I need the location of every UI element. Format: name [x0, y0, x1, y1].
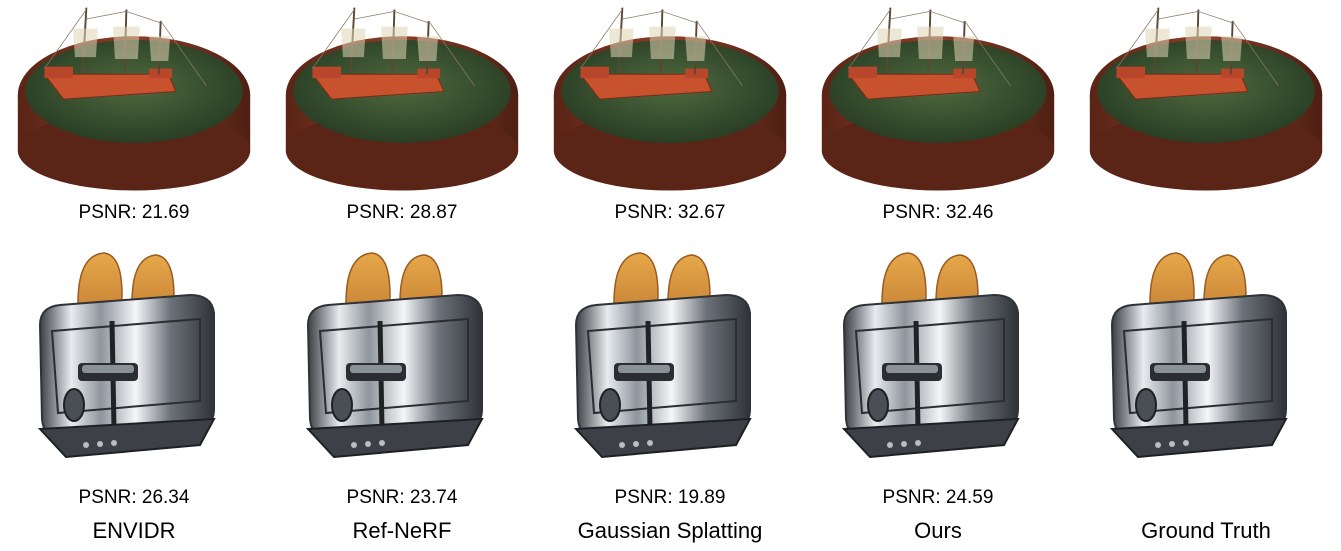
method-label-gaussian-splatting: Gaussian Splatting [577, 518, 763, 543]
column-ours: PSNR: 32.46 PSNR: 24.59 Ours [804, 0, 1072, 551]
column-ground-truth: Ground Truth [1072, 0, 1340, 551]
ship-render-ref-nerf [268, 0, 536, 200]
ship-render-ours [804, 0, 1072, 200]
method-label-ref-nerf: Ref-NeRF [352, 518, 452, 543]
toaster-render-ours [804, 232, 1072, 484]
ship-psnr-ours: PSNR: 32.46 [882, 202, 994, 223]
method-label-envidr: ENVIDR [92, 518, 176, 543]
column-ref-nerf: PSNR: 28.87 PSNR: 23.74 Ref-NeRF [268, 0, 536, 551]
column-gaussian-splatting: PSNR: 32.67 PSNR: 19.89 Gaussian Splatti… [536, 0, 804, 551]
toaster-psnr-gaussian-splatting: PSNR: 19.89 [614, 487, 726, 508]
toaster-render-ref-nerf [268, 232, 536, 484]
method-label-ground-truth: Ground Truth [1141, 518, 1271, 543]
toaster-psnr-ref-nerf: PSNR: 23.74 [346, 487, 458, 508]
ship-render-ground-truth [1072, 0, 1340, 200]
column-envidr: PSNR: 21.69 PSNR: 26.34 ENVIDR [0, 0, 268, 551]
ship-render-gaussian-splatting [536, 0, 804, 200]
ship-psnr-ref-nerf: PSNR: 28.87 [346, 202, 458, 223]
ship-psnr-envidr: PSNR: 21.69 [78, 202, 190, 223]
toaster-psnr-envidr: PSNR: 26.34 [78, 487, 190, 508]
toaster-psnr-ours: PSNR: 24.59 [882, 487, 994, 508]
ship-render-envidr [0, 0, 268, 200]
method-label-ours: Ours [914, 518, 962, 543]
toaster-render-ground-truth [1072, 232, 1340, 484]
toaster-render-envidr [0, 232, 268, 484]
toaster-render-gaussian-splatting [536, 232, 804, 484]
ship-psnr-gaussian-splatting: PSNR: 32.67 [614, 202, 726, 223]
